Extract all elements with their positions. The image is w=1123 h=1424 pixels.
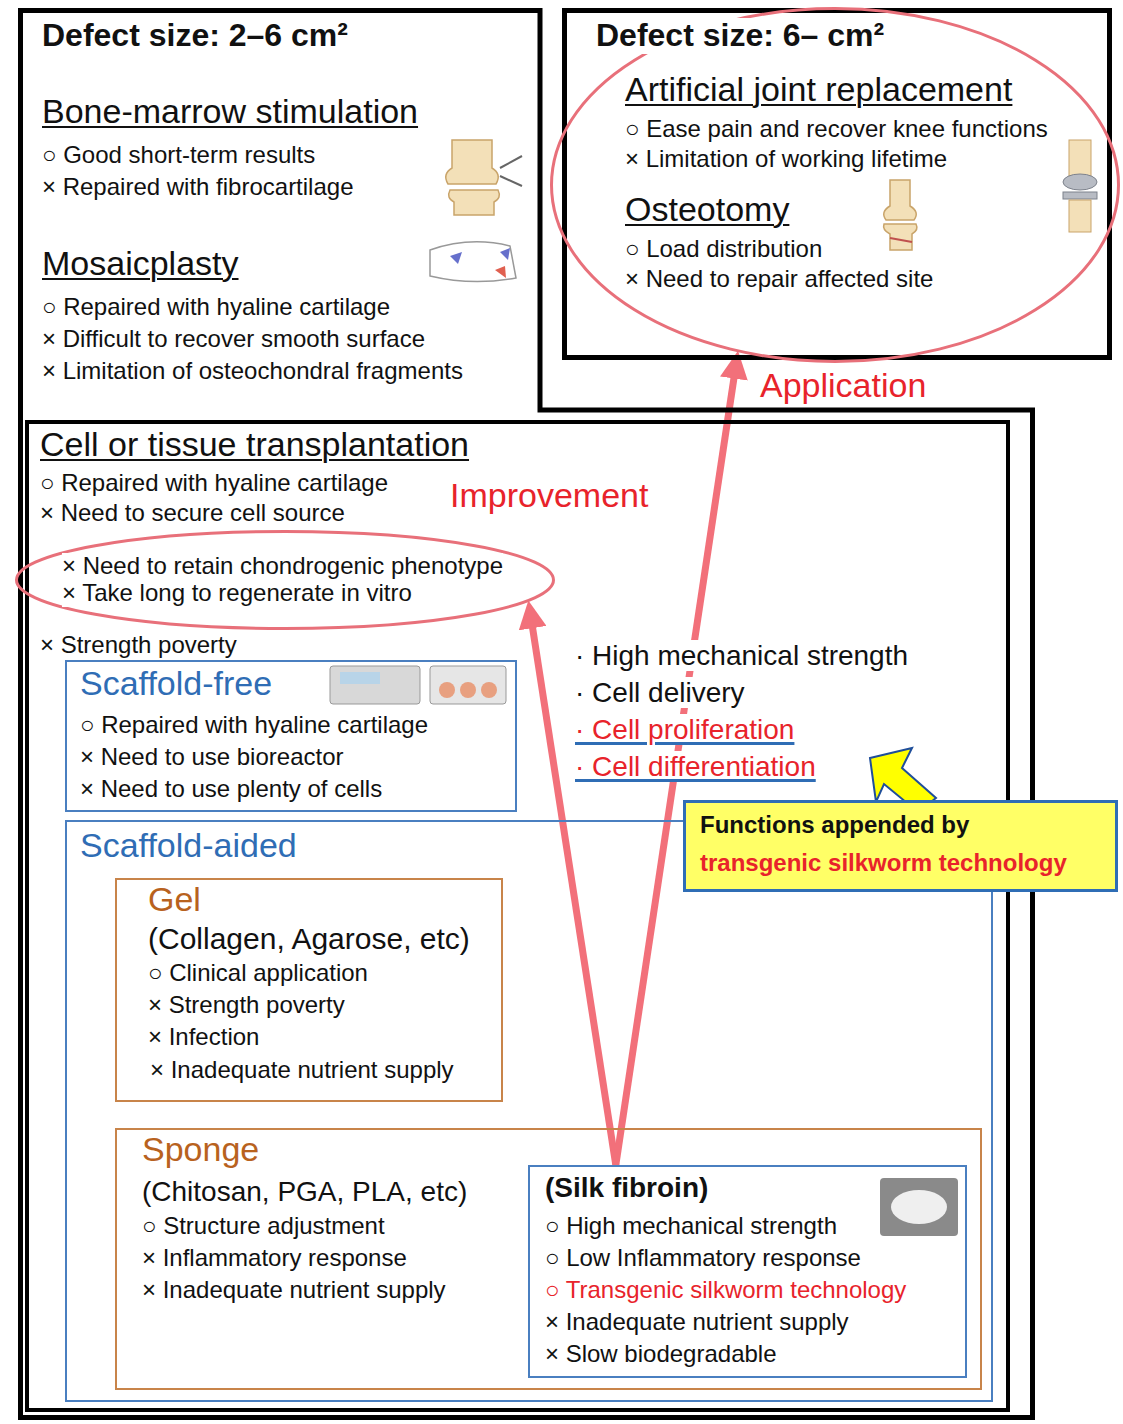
silk-fibroin-box: (Silk fibroin) ○ High mechanical strength… xyxy=(528,1165,967,1378)
list-item: ○ Clinical application xyxy=(148,960,368,987)
scaffold-free-box: Scaffold-free ○ Repaired with hyaline car… xyxy=(65,660,517,812)
function-item: · Cell proliferation xyxy=(575,714,794,745)
method-title: Cell or tissue transplantation xyxy=(40,425,469,463)
photo-ground xyxy=(880,1178,958,1236)
tray-shape xyxy=(1063,192,1097,199)
list-item: × Inadequate nutrient supply xyxy=(150,1057,454,1084)
bioreactor-illustration xyxy=(330,666,506,704)
list-item: ○ High mechanical strength xyxy=(545,1213,837,1240)
list-item: × Need to retain chondrogenic phenotype xyxy=(62,553,503,580)
mosaicplasty-illustration xyxy=(430,242,516,282)
list-item: × Need to secure cell source xyxy=(40,500,345,527)
list-item: × Strength poverty xyxy=(40,632,237,659)
plug-marker xyxy=(495,266,506,278)
plug-marker xyxy=(450,252,462,264)
scissors-shape xyxy=(500,156,522,186)
list-item: × Slow biodegradable xyxy=(545,1341,777,1368)
list-item: × Need to use bioreactor xyxy=(80,744,344,771)
tibia-shape xyxy=(884,224,917,250)
cocoon-shape xyxy=(891,1190,947,1224)
material-examples: (Chitosan, PGA, PLA, etc) xyxy=(142,1176,467,1207)
ellipse-line xyxy=(17,532,554,629)
femur-shape xyxy=(884,180,917,220)
cut-line xyxy=(890,238,912,242)
material-examples: (Collagen, Agarose, etc) xyxy=(148,922,470,956)
cocoon-photo xyxy=(880,1178,958,1236)
list-item: ○ Repaired with hyaline cartilage xyxy=(80,712,428,739)
region-heading: Defect size: 6– cm² xyxy=(596,18,884,54)
material-heading: (Silk fibroin) xyxy=(545,1172,708,1203)
edge-label: Application xyxy=(760,368,926,402)
list-item: ○ Low Inflammatory response xyxy=(545,1245,861,1272)
list-item: × Repaired with fibrocartilage xyxy=(42,174,354,201)
list-item: ○ Repaired with hyaline cartilage xyxy=(42,294,390,321)
group-heading: Scaffold-free xyxy=(80,664,272,702)
method-title: Bone-marrow stimulation xyxy=(42,92,418,130)
function-item: · High mechanical strength xyxy=(575,640,908,671)
list-item: × Infection xyxy=(148,1024,259,1051)
function-item: · Cell delivery xyxy=(575,677,745,708)
plug-marker xyxy=(500,248,510,260)
scaffold-aided-box: Scaffold-aidedGel (Collagen, Agarose, etc… xyxy=(65,820,993,1402)
device-shape xyxy=(430,666,506,704)
bottle-shape xyxy=(460,682,476,698)
femur-shape xyxy=(1069,140,1091,176)
ellipse-outline xyxy=(550,7,1120,363)
list-item: × Inadequate nutrient supply xyxy=(142,1277,446,1304)
defect-size-box: Defect size: 6– cm² Artificial joint repl… xyxy=(562,8,1112,360)
material-heading: Sponge xyxy=(142,1130,259,1168)
prosthesis-illustration xyxy=(1063,140,1097,232)
list-item: × Strength poverty xyxy=(148,992,345,1019)
list-item: ○ Repaired with hyaline cartilage xyxy=(40,470,388,497)
application-ellipse: Artificial joint replacement ○ Ease pain … xyxy=(550,7,1120,363)
bottle-shape xyxy=(439,682,455,698)
improvement-ellipse: × Need to retain chondrogenic phenotype×… xyxy=(15,530,555,630)
list-item: × Need to repair affected site xyxy=(625,266,933,293)
region-heading: Defect size: 2–6 cm² xyxy=(42,18,348,54)
list-item: × Limitation of osteochondral fragments xyxy=(42,358,463,385)
device-shape xyxy=(330,666,420,704)
material-heading: Gel xyxy=(148,880,201,918)
tibia-shape xyxy=(449,190,500,215)
ellipse-line xyxy=(552,9,1119,362)
list-item: ○ Ease pain and recover knee functions xyxy=(625,116,1048,143)
osteotomy-illustration xyxy=(884,180,917,250)
tibia-shape xyxy=(1069,200,1091,232)
list-item: ○ Good short-term results xyxy=(42,142,315,169)
list-item: ○ Structure adjustment xyxy=(142,1213,385,1240)
defect-size-region: Defect size: 2–6 cm² Bone-marrow stimulat… xyxy=(18,8,1035,1420)
group-heading: Scaffold-aided xyxy=(80,826,297,864)
knee-illustration xyxy=(446,140,522,215)
femur-shape xyxy=(446,140,499,184)
list-item: × Need to use plenty of cells xyxy=(80,776,382,803)
list-item: × Inadequate nutrient supply xyxy=(545,1309,849,1336)
list-item: × Difficult to recover smooth surface xyxy=(42,326,425,353)
edge-label: Improvement xyxy=(450,478,648,512)
device-screen xyxy=(340,672,380,684)
list-item: × Limitation of working lifetime xyxy=(625,146,947,173)
list-item: ○ Transgenic silkworm technology xyxy=(545,1277,906,1304)
bottle-shape xyxy=(481,682,497,698)
list-item: ○ Load distribution xyxy=(625,236,822,263)
gel-box: Gel (Collagen, Agarose, etc) ○ Clinical ap… xyxy=(115,878,503,1102)
callout-text: Functions appended by xyxy=(700,812,969,839)
callout-box: Functions appended by transgenic silkworm… xyxy=(683,800,1118,892)
method-title: Artificial joint replacement xyxy=(625,70,1012,108)
region-line xyxy=(21,11,1033,1418)
method-title: Osteotomy xyxy=(625,190,789,228)
joint-outline xyxy=(430,242,516,282)
implant-shape xyxy=(1063,174,1097,190)
sponge-box: Sponge (Chitosan, PGA, PLA, etc) ○ Structu… xyxy=(115,1128,982,1390)
callout-text: transgenic silkworm technology xyxy=(700,850,1067,877)
list-item: × Inflammatory response xyxy=(142,1245,407,1272)
function-item: · Cell differentiation xyxy=(575,751,816,782)
transplantation-box: Cell or tissue transplantation ○ Repaired… xyxy=(25,420,1010,1412)
list-item: × Take long to regenerate in vitro xyxy=(62,580,412,607)
method-title: Mosaicplasty xyxy=(42,244,239,282)
